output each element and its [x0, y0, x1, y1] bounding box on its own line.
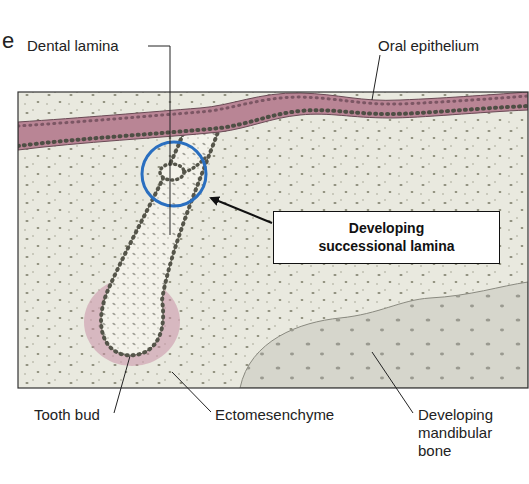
part-label: Dental lamina	[27, 37, 119, 55]
panel-letter: e	[2, 28, 14, 54]
callout-text: Developing successional lamina	[304, 219, 469, 255]
part-label: Developing mandibular bone	[418, 406, 514, 460]
part-label: Oral epithelium	[378, 37, 479, 55]
callout-box: Developing successional lamina	[273, 211, 500, 264]
part-label: Tooth bud	[34, 406, 100, 424]
part-label: Ectomesenchyme	[215, 406, 334, 424]
